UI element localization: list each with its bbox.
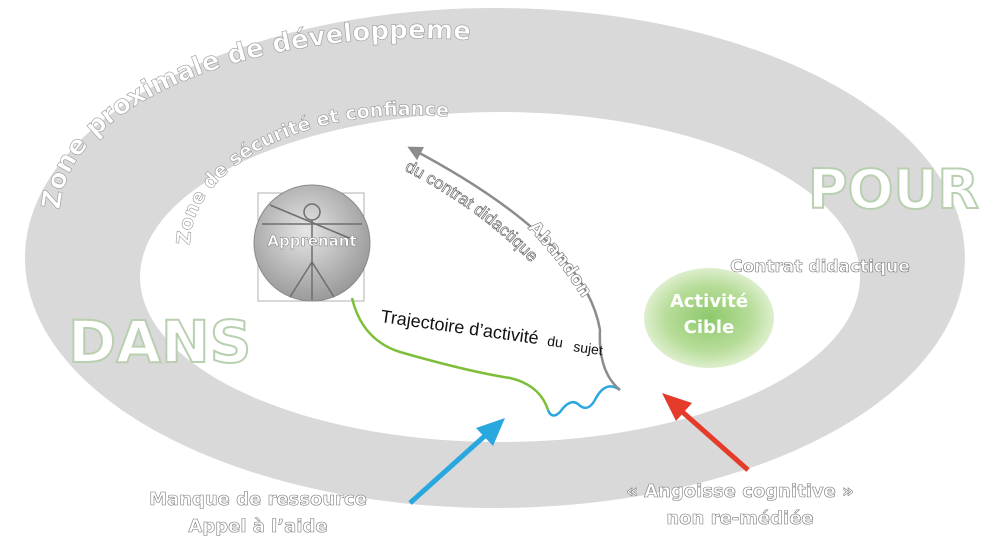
abandon-arrow [407, 146, 621, 391]
help-label-line2: Appel à l’aide [188, 516, 327, 537]
trajectory-green-curve [350, 297, 550, 411]
contract-label: Contrat didactique [730, 257, 910, 277]
abandon-label-line2: du contrat didactique [402, 157, 542, 266]
pour-label: POUR [808, 158, 979, 221]
outer-zone-ring [24, 8, 965, 508]
figure-icon [262, 203, 362, 300]
anxiety-arrow-head [662, 393, 692, 421]
activity-ellipse [644, 268, 774, 368]
trajectory-blue-curve [546, 385, 621, 417]
learner-node: Apprenant [253, 184, 371, 302]
target-activity-node: Activité Cible [644, 268, 774, 368]
help-arrow-shaft [408, 431, 490, 505]
anxiety-label-line1: « Angoisse cognitive » [626, 481, 853, 502]
trajectory-label: Trajectoire d’activité du sujet [379, 306, 604, 358]
help-arrow [408, 418, 505, 505]
anxiety-label-line2: non re-médiée [666, 508, 813, 529]
activity-label-line1: Activité [670, 291, 748, 312]
anxiety-arrow [662, 393, 750, 472]
activity-label-line2: Cible [684, 317, 735, 338]
help-arrow-head [476, 418, 505, 446]
dans-label: DANS [68, 308, 251, 376]
anxiety-arrow-shaft [676, 406, 750, 472]
help-label-line1: Manque de ressource [149, 489, 367, 510]
learner-label: Apprenant [267, 232, 356, 250]
